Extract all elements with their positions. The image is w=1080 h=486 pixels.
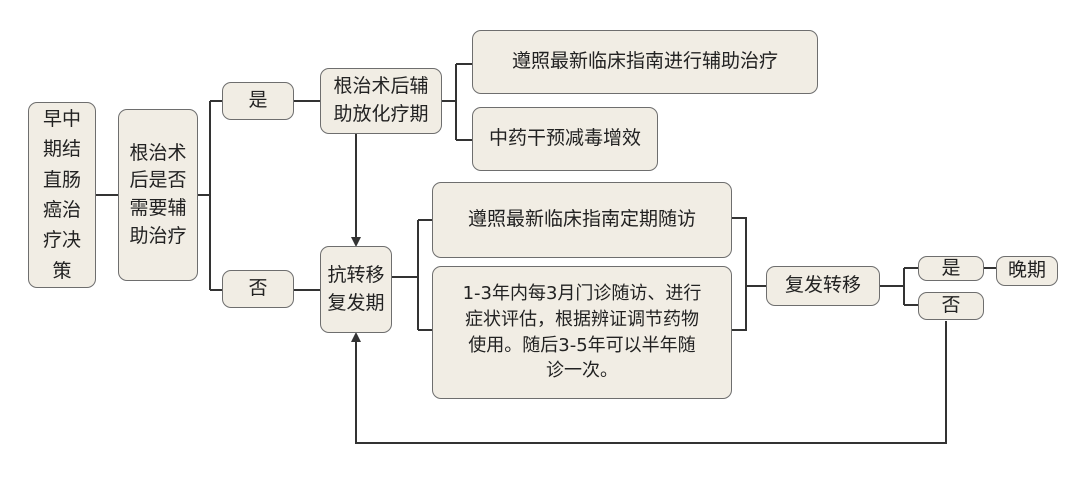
connector-antimetastasis-branches (392, 219, 432, 331)
node-recurrence-yes: 是 (918, 256, 984, 281)
node-yes-adjuvant: 是 (222, 82, 294, 120)
node-adjuvant-chemoradiation-period: 根治术后辅 助放化疗期 (320, 68, 442, 134)
connector-no-loop-back (351, 321, 947, 444)
node-root-decision-title: 早中 期结 直肠 癌治 疗决 策 (28, 102, 96, 288)
connector-recurrence-branches (880, 267, 918, 306)
node-no-adjuvant: 否 (222, 270, 294, 308)
connector-adjuvant-branches (442, 63, 472, 141)
node-recurrence-no: 否 (918, 292, 984, 320)
node-guideline-follow-up: 遵照最新临床指南定期随访 (432, 182, 732, 258)
node-need-adjuvant-question: 根治术 后是否 需要辅 助治疗 (118, 109, 198, 281)
connector-followup-recurrence (731, 217, 766, 331)
node-recurrence-metastasis: 复发转移 (766, 266, 880, 306)
node-late-stage: 晚期 (996, 256, 1058, 286)
node-tcm-intervention: 中药干预减毒增效 (472, 107, 658, 171)
node-guideline-adjuvant-treatment: 遵照最新临床指南进行辅助治疗 (472, 30, 818, 94)
node-anti-metastasis-recurrence-period: 抗转移 复发期 (320, 246, 392, 333)
node-follow-up-schedule: 1-3年内每3月门诊随访、进行 症状评估，根据辨证调节药物 使用。随后3-5年可… (432, 266, 732, 399)
connector-decision-branches (198, 100, 222, 291)
